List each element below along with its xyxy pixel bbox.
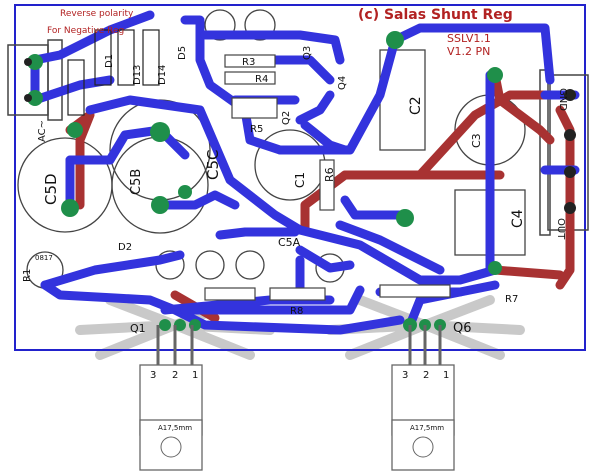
pad [150,122,170,142]
label-q2: Q2 [281,111,292,125]
label-c5c: C5C [204,150,222,181]
pad [178,185,192,199]
r6-body [319,159,335,211]
label-c4: C4 [510,209,526,228]
label-c5a: C5A [278,236,301,249]
to220-left [139,325,203,471]
terminal-label-gnd: GND [557,88,568,111]
label-r7: R7 [505,294,518,305]
label-r1: R1 [22,269,33,282]
terminal-label-out: OUT [555,218,566,240]
heatsink-label-right: A17,5mm [410,424,444,432]
left-pin-1: 1 [192,370,198,381]
label-r5: R5 [250,124,263,135]
pad [396,209,414,227]
label-q3: Q3 [302,46,313,60]
r7-body [379,284,451,298]
label-d14: D14 [157,65,168,85]
terminal-block-ac [7,39,63,121]
label-c2: C2 [408,96,424,115]
label-d5: D5 [177,46,188,60]
pad [488,261,502,275]
cap-c5c-outline [111,136,209,234]
label-c5d: C5D [42,173,60,205]
heatsink-label-left: A17,5mm [158,424,192,432]
screw [24,94,32,102]
r2-body [204,287,256,301]
diode [67,59,85,116]
cap-d-outline-5 [235,250,265,280]
r8-body [269,287,326,301]
board-title: (c) Salas Shunt Reg [358,7,513,23]
label-d2: D2 [118,242,132,253]
version-line-1: SSLV1.1 [447,32,491,45]
cap-d-outline-4 [195,250,225,280]
label-r4: R4 [255,74,268,85]
screw [564,89,576,101]
pad [67,122,83,138]
pad [159,319,171,331]
cap-d-outline-1 [204,9,236,41]
polarity-note-2: For Negative Reg [47,26,124,36]
label-q1: Q1 [130,322,146,335]
screw [564,129,576,141]
label-d1: D1 [104,54,115,68]
cap-c5b-outline [109,99,211,201]
screw [24,58,32,66]
to220-right [391,325,455,471]
cap-c5d-outline [17,137,113,233]
r4-body [224,71,276,85]
pad [27,54,43,70]
polarity-note-1: Reverse polarity [60,9,134,19]
resistor-bodies [204,54,451,301]
screw [564,202,576,214]
diodes [67,29,160,116]
right-pin-2: 2 [423,370,429,381]
r3-body [224,54,276,68]
screw [564,166,576,178]
r1-code: 0817 [35,254,53,262]
label-d13: D13 [132,65,143,85]
label-q4: Q4 [337,76,348,90]
r5-body [231,97,278,119]
diode [94,29,112,86]
pad [61,199,79,217]
version-line-2: V1.2 PN [447,45,490,58]
pad [27,90,43,106]
cap-d-outline-2 [244,9,276,41]
label-r8: R8 [290,306,303,317]
label-q6: Q6 [453,321,472,336]
pad [386,31,404,49]
diode [142,29,160,86]
diode [117,29,135,86]
terminal-label-ac: AC~ [37,120,48,142]
left-pin-3: 3 [150,370,156,381]
label-r6: R6 [323,167,336,182]
left-pin-2: 2 [172,370,178,381]
pad [487,67,503,83]
board-outline [14,4,586,351]
right-pin-1: 1 [443,370,449,381]
terminal-screws [24,58,576,214]
pad [174,319,186,331]
label-c5b: C5B [129,169,144,195]
pad [151,196,169,214]
label-c1: C1 [293,172,307,188]
label-c3: C3 [470,133,483,148]
right-pin-3: 3 [402,370,408,381]
red-traces [65,70,575,323]
label-r3: R3 [242,57,255,68]
